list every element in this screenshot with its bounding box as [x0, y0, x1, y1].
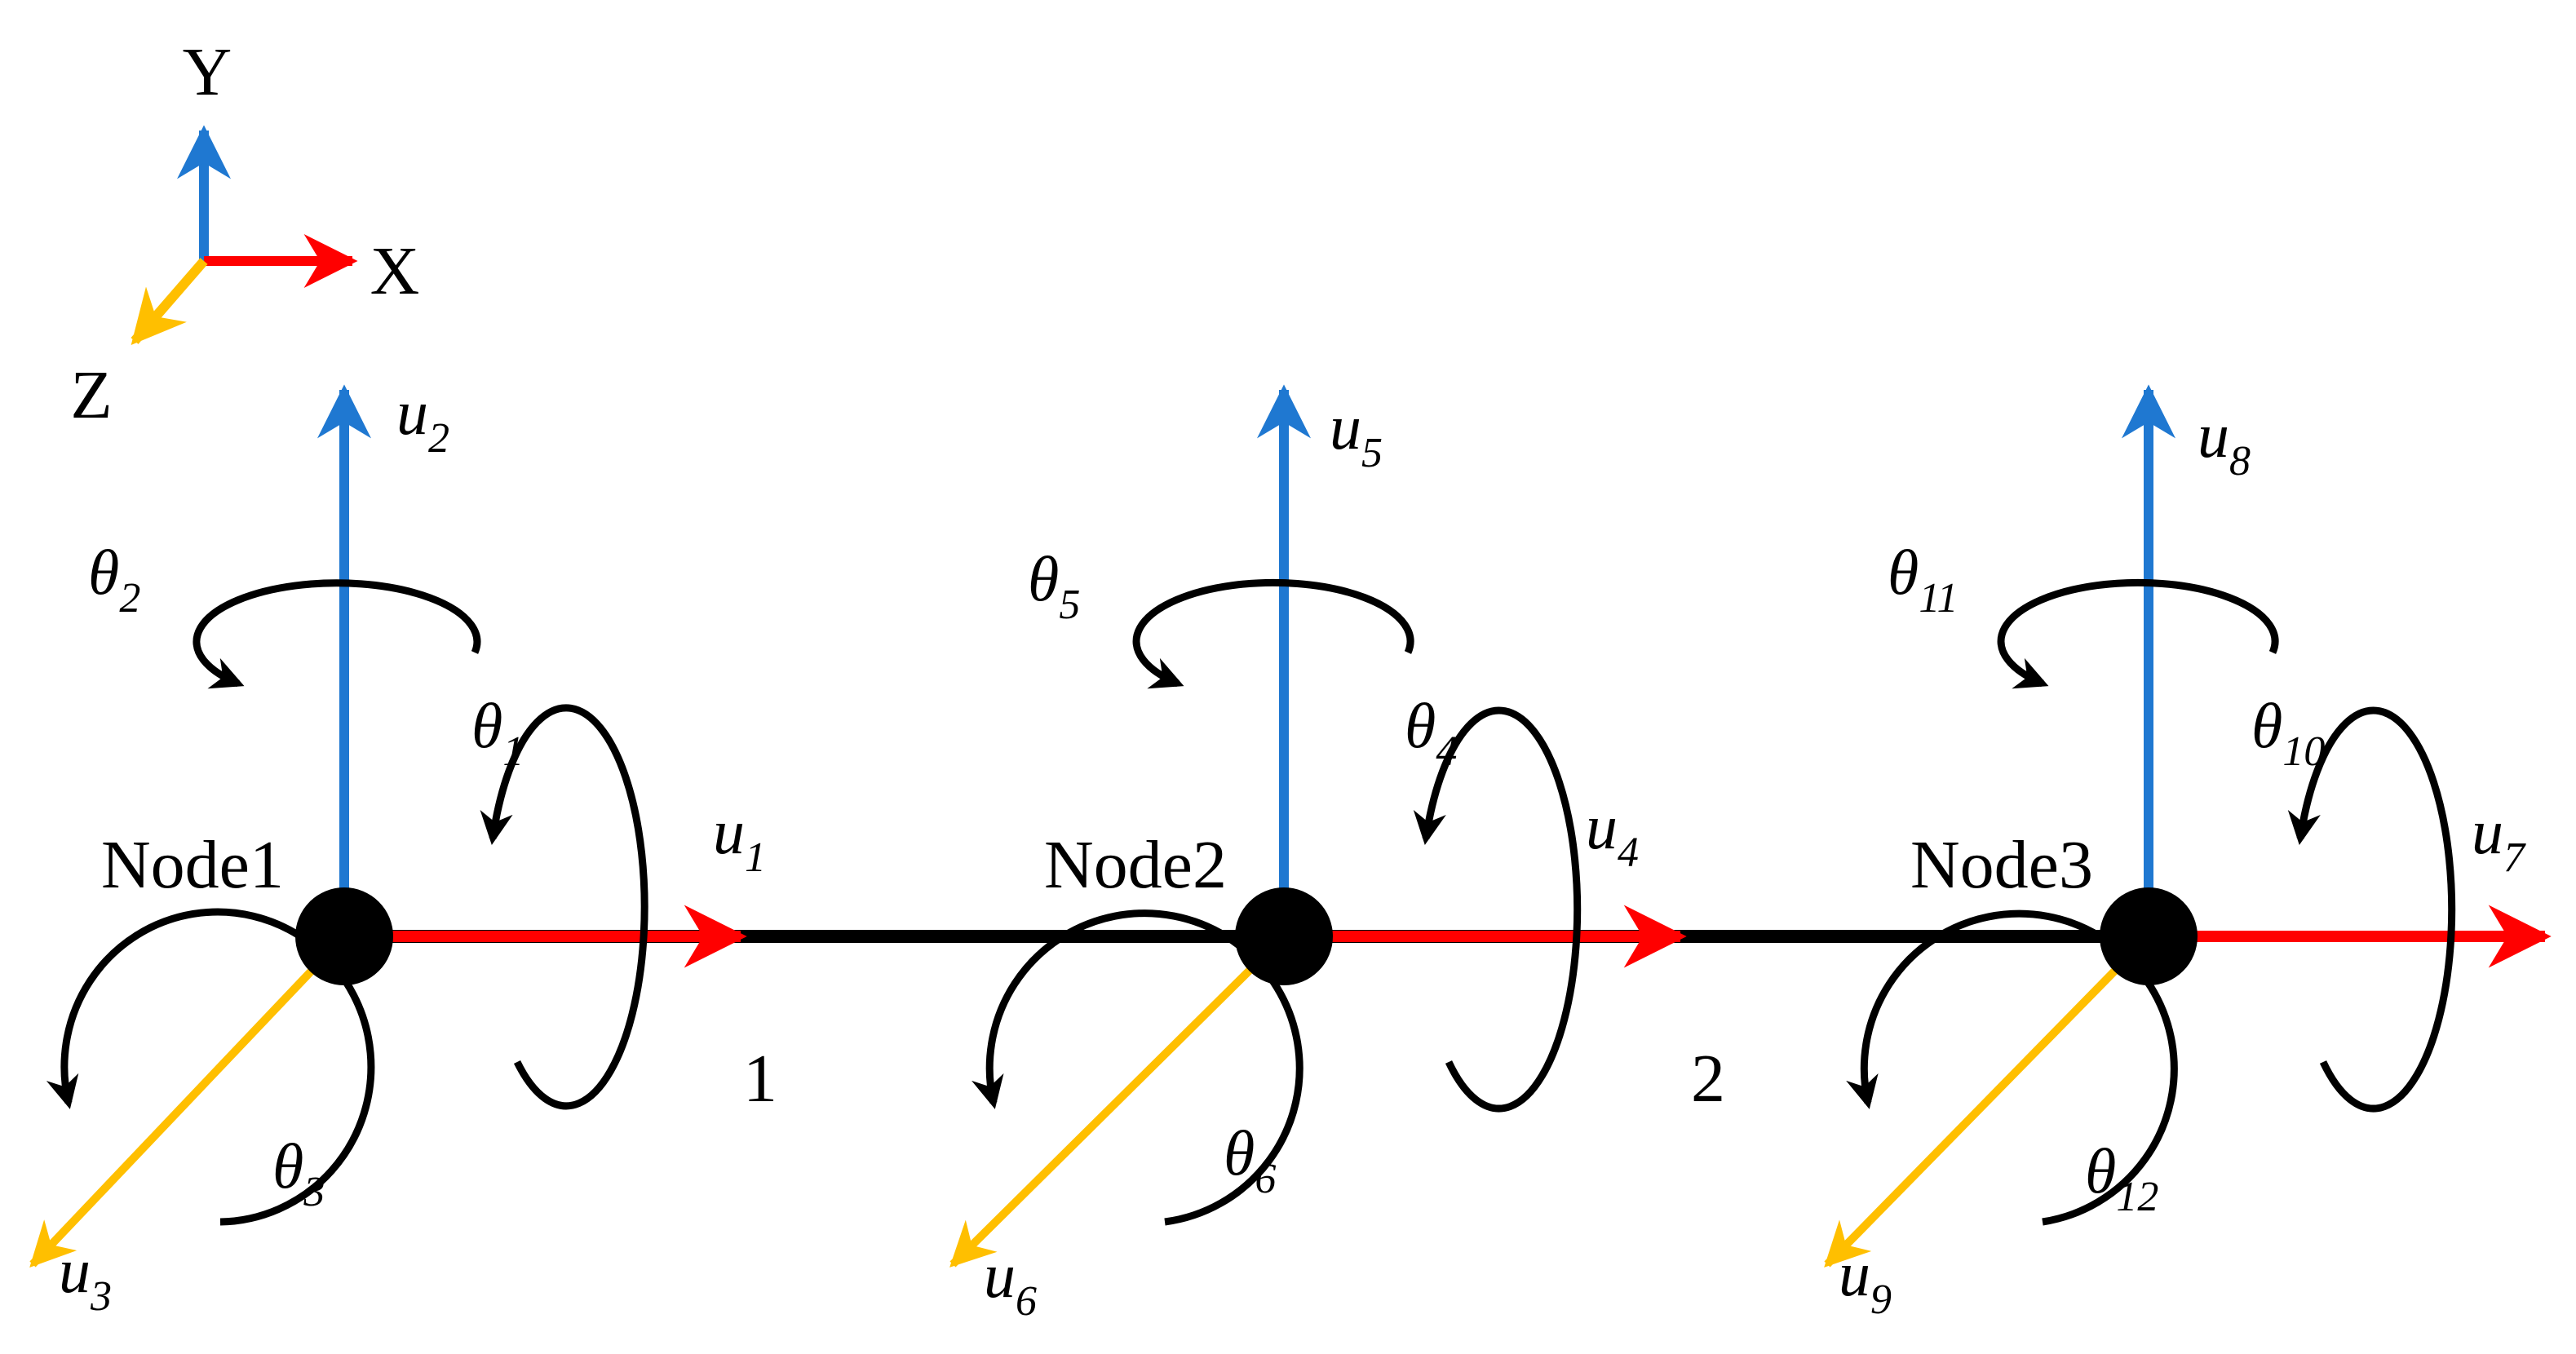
node-label: Node2: [1044, 827, 1227, 903]
dof-label-ux: u7: [2472, 796, 2526, 881]
dof-label-ry: θ11: [1888, 537, 1958, 622]
rotation-x-arrow-icon: [2287, 706, 2456, 1113]
element-label-1: 1: [743, 1041, 777, 1117]
dof-label-uy: u2: [396, 377, 449, 462]
rotation-y-arrow-icon: [1132, 578, 1414, 689]
node-marker: [295, 887, 393, 985]
node-3-group: Node3 u7 u8 u9 θ10 θ11 θ12: [1824, 384, 2552, 1323]
dof-label-rz: θ12: [2085, 1135, 2158, 1220]
node-marker: [1235, 887, 1333, 985]
u-z-arrow-icon: [949, 933, 1287, 1268]
node-marker: [2100, 887, 2198, 985]
dof-label-ry: θ5: [1028, 543, 1080, 628]
node-label: Node3: [1910, 827, 2093, 903]
rotation-y-arrow-icon: [1997, 578, 2279, 689]
coordinate-triad: Y X Z: [70, 34, 419, 433]
dof-label-uy: u5: [1330, 392, 1383, 476]
dof-label-uz: u9: [1839, 1238, 1892, 1323]
dof-label-rz: θ3: [272, 1131, 325, 1215]
z-axis-arrow-icon: [131, 258, 208, 345]
u-z-arrow-icon: [1824, 933, 2152, 1268]
dof-label-rx: θ10: [2251, 690, 2325, 775]
z-axis-label: Z: [70, 357, 112, 433]
dof-label-rx: θ1: [471, 690, 524, 775]
dof-label-ux: u4: [1586, 791, 1639, 876]
x-axis-label: X: [370, 233, 420, 309]
dof-label-rz: θ6: [1224, 1117, 1276, 1202]
y-axis-label: Y: [183, 34, 232, 110]
rotation-y-arrow-icon: [193, 579, 481, 689]
node-label: Node1: [101, 827, 284, 903]
dof-label-ux: u1: [713, 796, 766, 881]
element-label-2: 2: [1691, 1041, 1725, 1117]
dof-label-uy: u8: [2198, 400, 2251, 485]
node-1-group: Node1 u1 u2 u3 θ1 θ2 θ3: [29, 377, 766, 1320]
rotation-x-arrow-icon: [480, 704, 648, 1110]
dof-label-rx: θ4: [1405, 690, 1457, 775]
node-2-group: Node2 u4 u5 u6 θ4 θ5 θ6: [949, 384, 1687, 1325]
dof-label-uz: u3: [59, 1235, 112, 1320]
dof-label-uz: u6: [984, 1240, 1037, 1325]
rotation-x-arrow-icon: [1413, 706, 1582, 1113]
u-z-arrow-icon: [29, 933, 347, 1268]
dof-label-ry: θ2: [88, 537, 140, 622]
rotation-z-arrow-icon: [972, 909, 1303, 1226]
